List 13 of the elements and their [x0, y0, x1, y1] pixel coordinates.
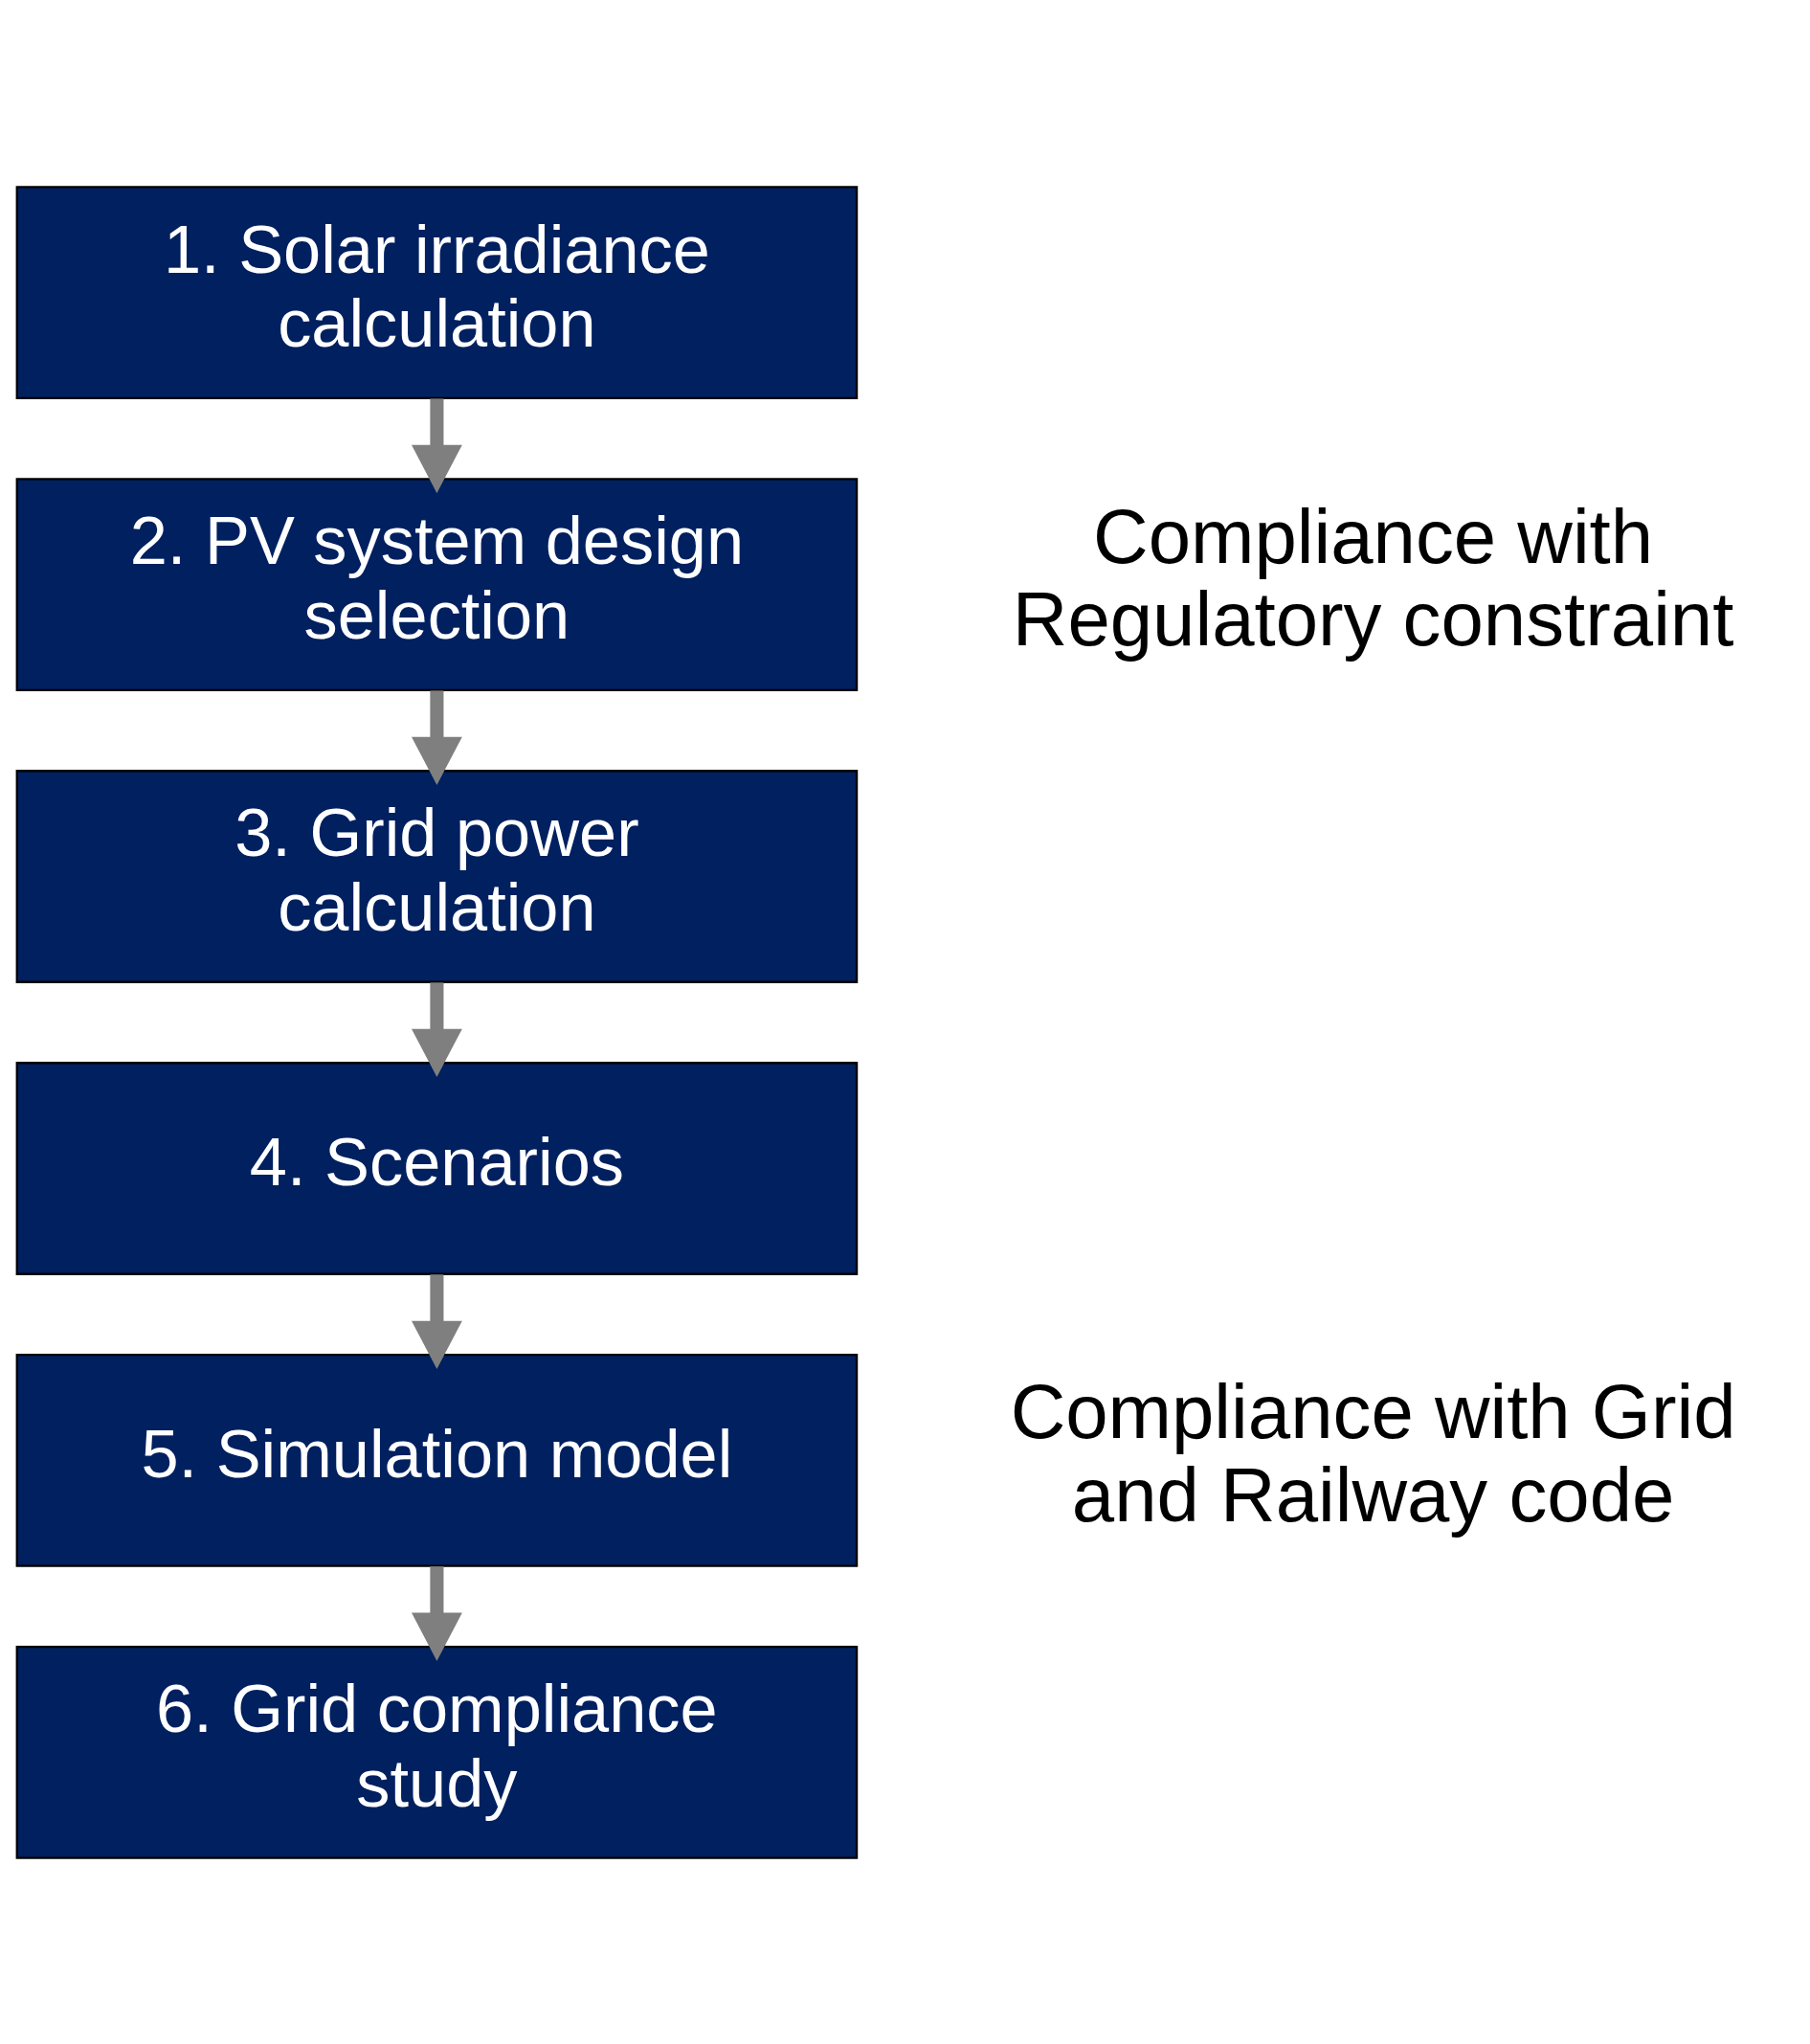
node-box: 1. Solar irradiance calculation — [15, 185, 859, 399]
arrow — [412, 397, 462, 493]
label: Compliance with Regulatory constraint — [1012, 493, 1734, 662]
node-box: 6. Grid compliance study — [15, 1645, 859, 1859]
arrow — [412, 1273, 462, 1369]
arrow — [412, 689, 462, 785]
node-box: 4. Scenarios — [15, 1061, 859, 1275]
arrow — [412, 981, 462, 1077]
node-box: 5. Simulation model — [15, 1353, 859, 1567]
arrow — [412, 1565, 462, 1661]
label: Compliance with Grid and Railway code — [1010, 1368, 1736, 1538]
node-box: 3. Grid power calculation — [15, 769, 859, 983]
node-box: 2. PV system design selection — [15, 477, 859, 691]
